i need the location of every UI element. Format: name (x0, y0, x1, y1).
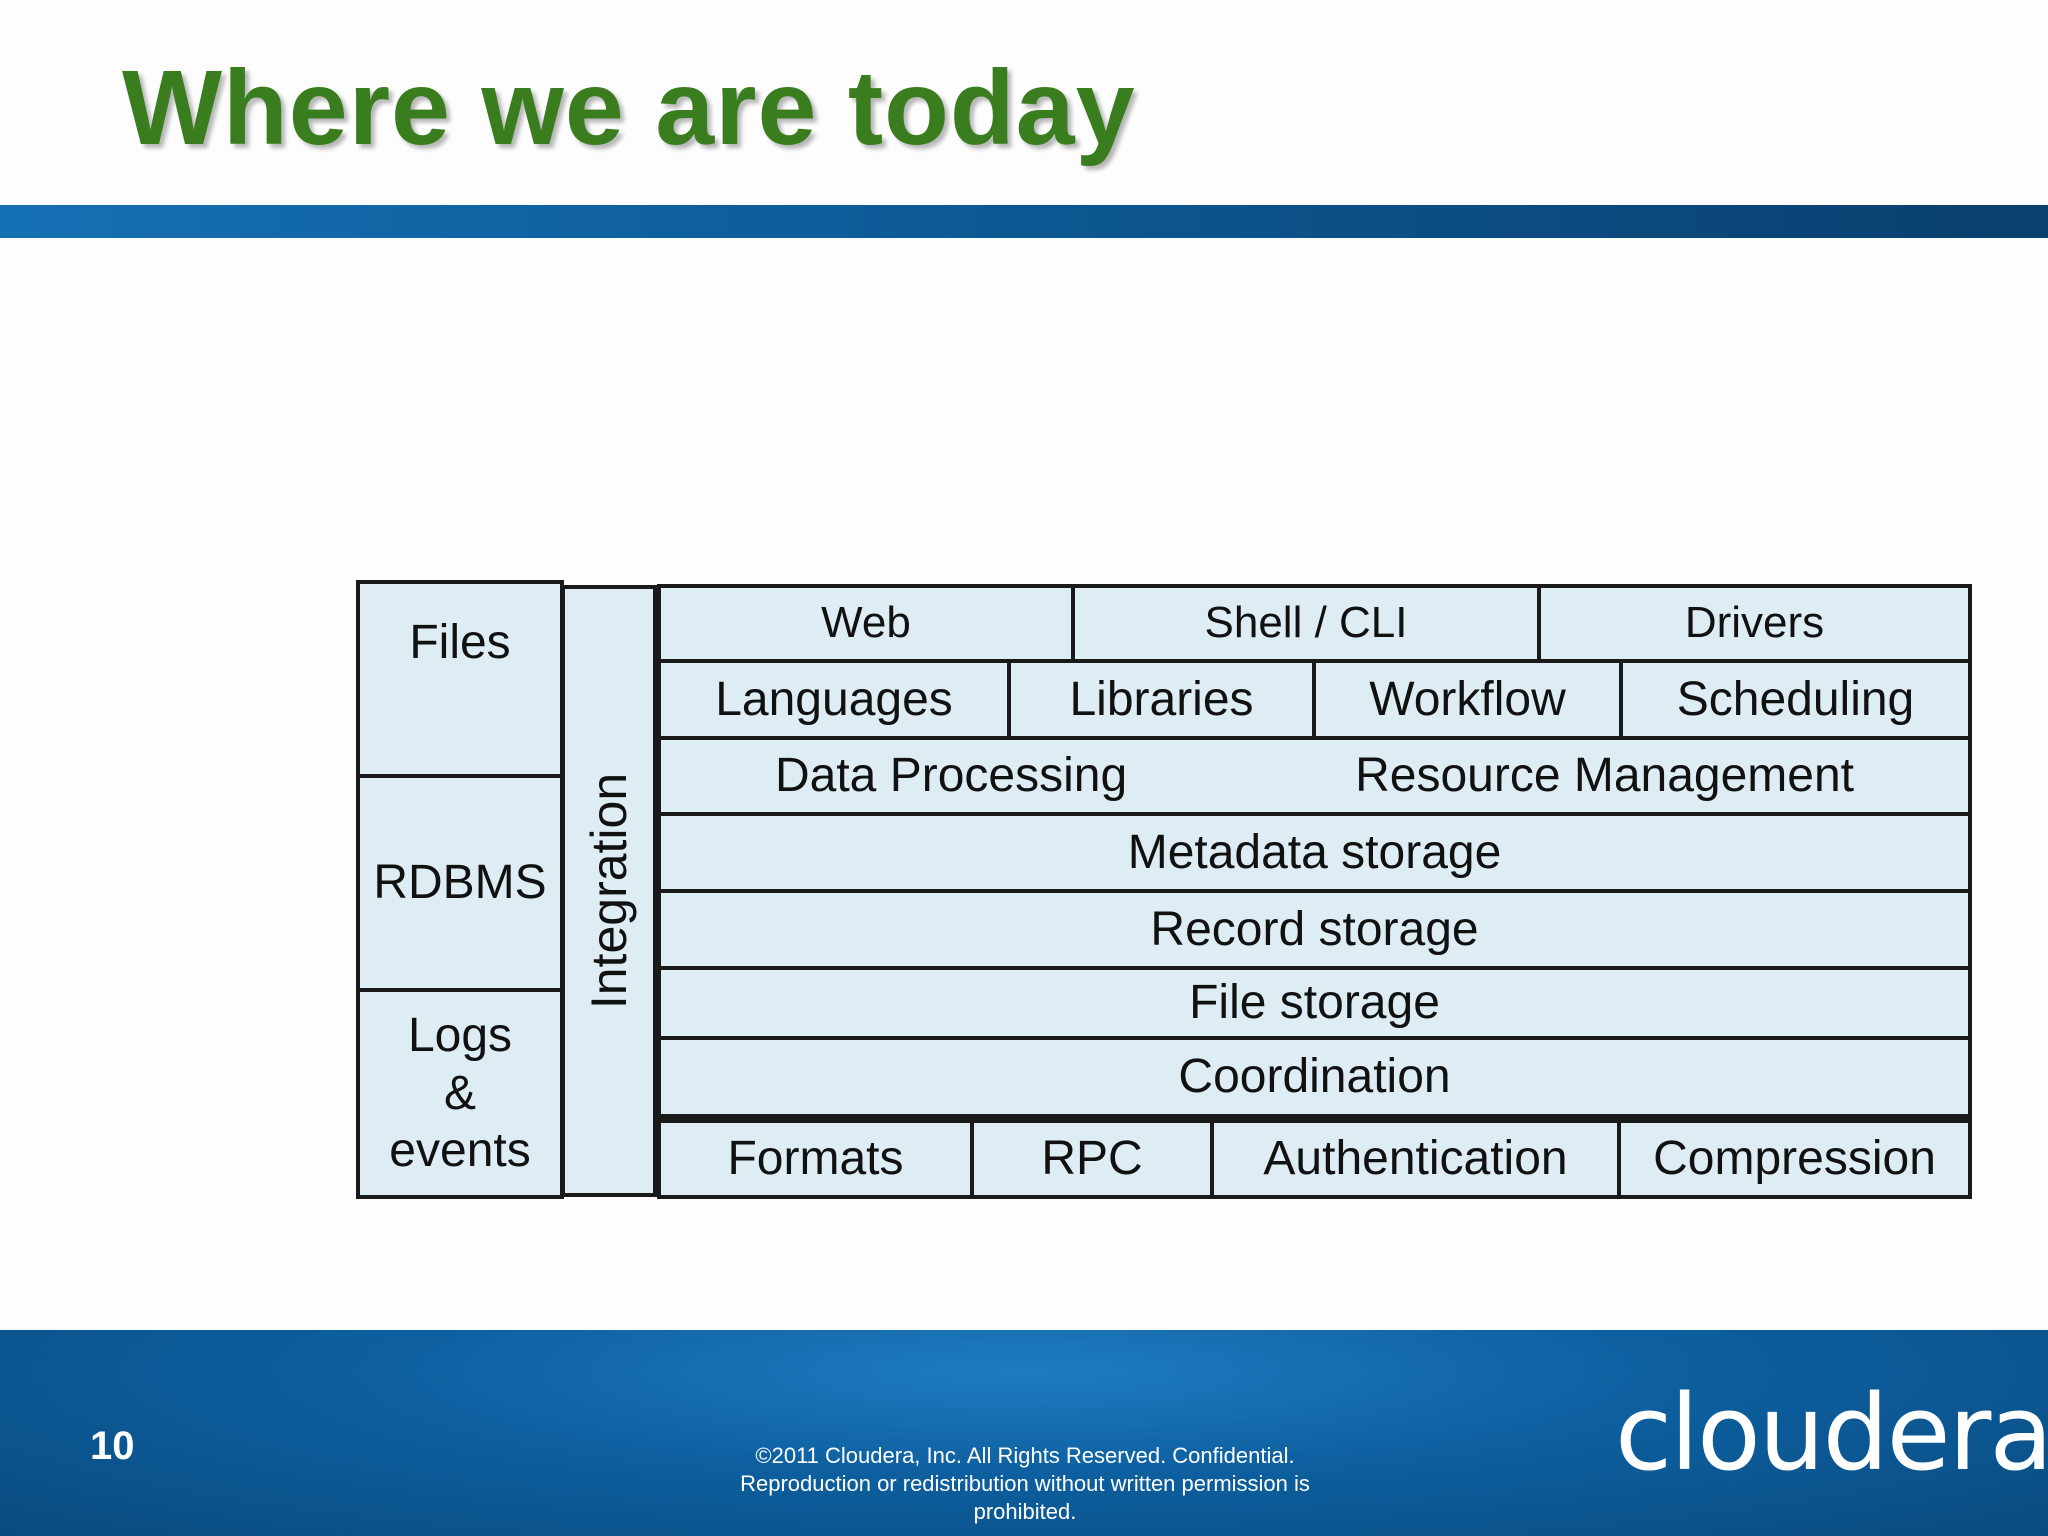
files-label: Files (409, 616, 511, 669)
shell-cli-box: Shell / CLI (1071, 584, 1541, 663)
record-storage-label: Record storage (1150, 902, 1479, 956)
drivers-label: Drivers (1684, 598, 1825, 648)
integration-box: Integration (561, 585, 657, 1197)
web-label: Web (821, 598, 911, 648)
coordination-box: Coordination (657, 1036, 1972, 1118)
data-processing-label: Data Processing (774, 749, 1128, 803)
logs-events-label: Logs & events (389, 1009, 531, 1178)
metadata-storage-box: Metadata storage (657, 812, 1972, 893)
authentication-box: Authentication (1210, 1117, 1621, 1199)
web-box: Web (657, 584, 1075, 663)
file-storage-box: File storage (657, 966, 1972, 1040)
cloudera-logo: cloudera (1615, 1372, 2048, 1494)
file-storage-label: File storage (1189, 976, 1440, 1030)
record-storage-box: Record storage (657, 889, 1972, 970)
coordination-label: Coordination (1178, 1050, 1451, 1104)
footer-bar (0, 1330, 2048, 1536)
rpc-label: RPC (1041, 1132, 1143, 1186)
rpc-box: RPC (970, 1117, 1214, 1199)
libraries-label: Libraries (1069, 672, 1254, 726)
files-box: Files (356, 580, 564, 778)
libraries-box: Libraries (1007, 659, 1316, 740)
authentication-label: Authentication (1263, 1132, 1568, 1186)
logs-events-box: Logs & events (356, 988, 564, 1199)
rdbms-box: RDBMS (356, 774, 564, 992)
scheduling-label: Scheduling (1676, 672, 1915, 726)
formats-label: Formats (727, 1132, 904, 1186)
workflow-label: Workflow (1369, 672, 1566, 726)
compression-label: Compression (1653, 1132, 1936, 1186)
header-bar (0, 205, 2048, 238)
languages-box: Languages (657, 659, 1011, 740)
workflow-box: Workflow (1312, 659, 1623, 740)
processing-resource-box: Data Processing Resource Management (657, 736, 1972, 816)
shell-cli-label: Shell / CLI (1204, 598, 1408, 648)
integration-label: Integration (581, 772, 637, 1010)
resource-management-label: Resource Management (1355, 749, 1855, 803)
copyright-notice: ©2011 Cloudera, Inc. All Rights Reserved… (740, 1443, 1310, 1524)
rdbms-label: RDBMS (373, 856, 547, 910)
drivers-box: Drivers (1537, 584, 1972, 663)
slide-title: Where we are today (122, 49, 1136, 167)
scheduling-box: Scheduling (1619, 659, 1972, 740)
page-number: 10 (90, 1424, 135, 1468)
languages-label: Languages (715, 672, 953, 726)
compression-box: Compression (1617, 1117, 1972, 1199)
formats-box: Formats (657, 1117, 974, 1199)
metadata-storage-label: Metadata storage (1127, 825, 1502, 879)
